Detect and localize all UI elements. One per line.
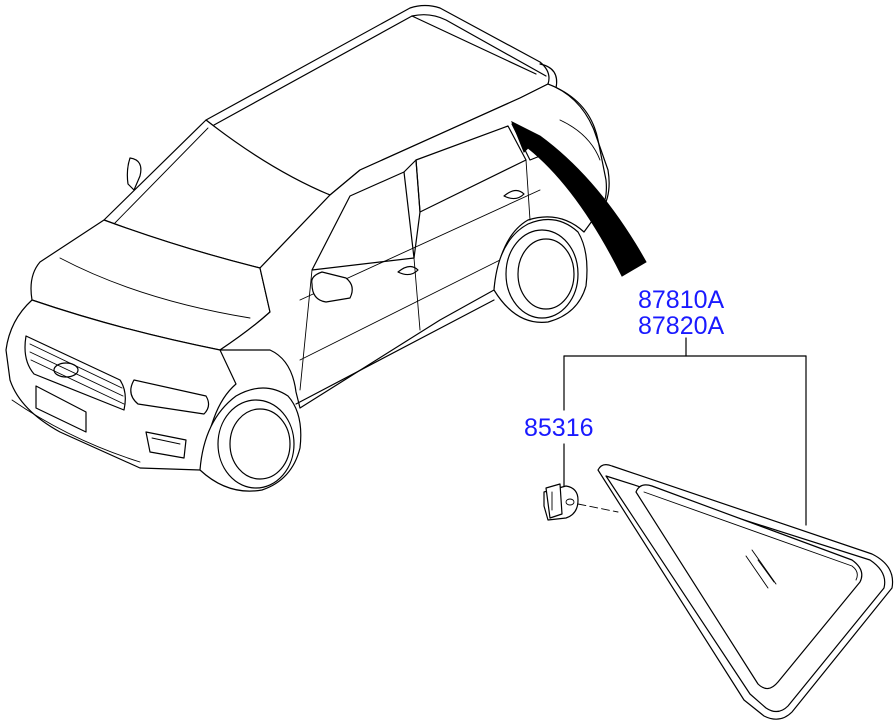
callout-arrow (511, 120, 647, 277)
vehicle-illustration (5, 4, 610, 492)
part-label-87820a: 87820A (638, 312, 725, 340)
part-label-87810a: 87810A (638, 286, 725, 314)
grille (24, 335, 126, 411)
front-wheel (199, 387, 302, 492)
license-plate (35, 385, 87, 433)
rear-wheel (493, 218, 588, 323)
clip-part (543, 483, 579, 521)
side-mirror (311, 271, 353, 303)
quarter-glass-pane (635, 484, 863, 690)
part-label-85316: 85316 (524, 414, 594, 442)
quarter-glass-part (597, 464, 894, 720)
leader-lines (563, 337, 807, 526)
